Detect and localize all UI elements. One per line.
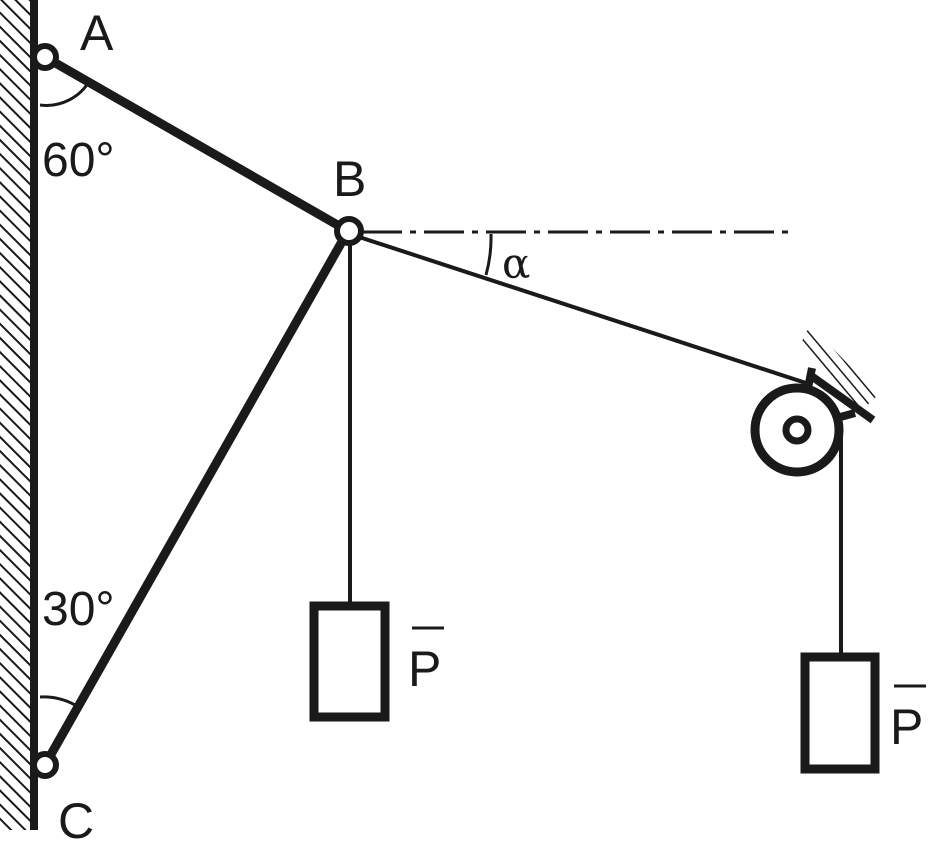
load-right (800, 652, 880, 774)
rod-AB (42, 53, 351, 235)
load-left (309, 601, 390, 722)
label-angle-A: 60° (42, 134, 115, 187)
label-B: B (333, 151, 366, 207)
label-A: A (80, 5, 114, 61)
support-hatching (800, 325, 878, 410)
pulley-axle (782, 415, 812, 445)
angle-arc-alpha (484, 233, 493, 276)
label-alpha: α (502, 239, 530, 288)
rod-CB (41, 228, 352, 768)
label-C: C (58, 793, 94, 849)
support-surface (807, 371, 876, 424)
angle-arc-C (39, 695, 76, 707)
joint-B (334, 216, 364, 246)
label-angle-C: 30° (42, 583, 115, 636)
pulley (750, 383, 844, 477)
label-load-left: P (408, 641, 441, 697)
rope-B-to-pulley (349, 232, 813, 387)
label-load-right: P (890, 699, 923, 755)
wall (0, 0, 38, 830)
joint-C (31, 751, 59, 779)
joint-A (31, 43, 59, 71)
wall-hatching (0, 0, 30, 830)
angle-arc-A (39, 79, 92, 107)
